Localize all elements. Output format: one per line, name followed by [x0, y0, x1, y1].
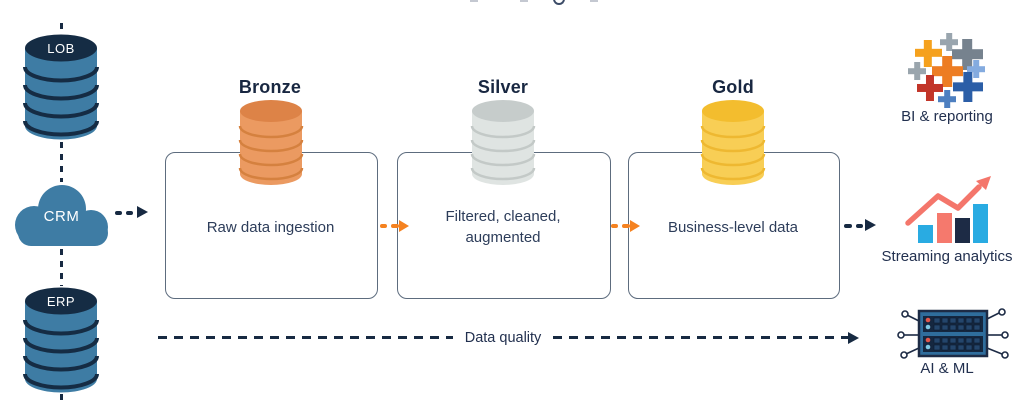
database-cylinder-icon [23, 287, 99, 393]
connector-dash-top [59, 23, 63, 32]
stage-description-silver: Filtered, cleaned, augmented [445, 208, 561, 246]
stage-box-gold [628, 152, 840, 299]
arrowhead-right-icon [399, 220, 409, 232]
connector-crm-erp [59, 249, 63, 286]
bar-chart-trend-icon [905, 176, 991, 246]
stage-title-bronze: Bronze [238, 77, 302, 97]
data-quality-label: Data quality [464, 329, 542, 346]
data-quality-dash-right [553, 335, 849, 340]
source-lob-database: LOB [22, 34, 100, 140]
source-label-lob: LOB [47, 41, 75, 56]
output-label-ai-ml: AI & ML [920, 360, 974, 377]
arrowhead-right-icon [137, 206, 148, 218]
bronze-cylinder-icon [238, 100, 304, 188]
data-quality-flow: Data quality [158, 329, 860, 346]
connector-dash-bottom [59, 394, 63, 402]
stage-description-gold: Business-level data [667, 219, 799, 236]
source-crm-cloud: CRM [8, 182, 115, 248]
output-label-bi-reporting: BI & reporting [901, 108, 993, 125]
connector-lob-crm [59, 142, 63, 182]
stage-description-bronze: Raw data ingestion [206, 219, 335, 236]
cloud-icon [15, 185, 108, 246]
output-label-streaming-analytics: Streaming analytics [881, 248, 1013, 265]
source-label-erp: ERP [46, 294, 76, 309]
server-circuit-icon [895, 306, 1013, 362]
stage-title-silver: Silver [477, 77, 529, 97]
gold-cylinder-icon [700, 100, 766, 188]
arrowhead-right-icon [848, 331, 860, 344]
tableau-plus-cluster-icon [905, 31, 991, 111]
source-label-crm: CRM [43, 208, 80, 225]
data-quality-dash-left [158, 335, 453, 340]
source-erp-database: ERP [22, 287, 100, 393]
cropped-letter-descender [553, 0, 565, 5]
arrowhead-right-icon [630, 220, 640, 232]
database-cylinder-icon [23, 34, 99, 140]
arrowhead-right-icon [865, 219, 876, 231]
silver-cylinder-icon [470, 100, 536, 188]
stage-title-gold: Gold [712, 77, 754, 97]
